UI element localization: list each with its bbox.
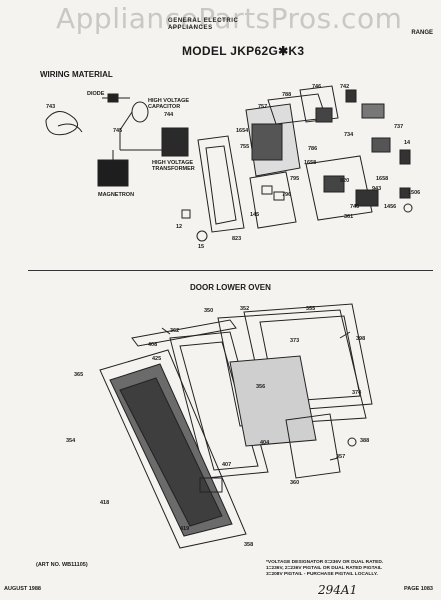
brand-line-1: GENERAL ELECTRIC <box>168 18 239 24</box>
section-door-heading: DOOR LOWER OVEN <box>190 283 271 292</box>
callout-755: 755 <box>240 144 250 150</box>
category-label: RANGE <box>411 30 433 36</box>
callout-746: 746 <box>312 84 322 90</box>
label-hv-capacitor-2: CAPACITOR <box>148 104 181 110</box>
note-line-1: *VOLTAGE DESIGNATOR 0=236V OR DUAL RATED… <box>266 560 384 565</box>
callout-757: 757 <box>258 104 268 110</box>
callout-1456: 1456 <box>384 204 397 210</box>
label-hv-transformer-1: HIGH VOLTAGE <box>152 160 194 166</box>
callout-1654: 1654 <box>236 128 249 134</box>
callout-746-b: 746 <box>350 204 360 210</box>
callout-788: 788 <box>282 92 292 98</box>
callout-398: 398 <box>356 336 366 342</box>
callout-1658-b: 1658 <box>376 176 389 182</box>
callout-419: 419 <box>180 526 190 532</box>
note-line-3: 3=208V PIGTAIL - PURCHASE PIGTAIL LOCALL… <box>266 572 378 577</box>
brand-logo-text: GENERAL ELECTRIC APPLIANCES <box>168 18 239 32</box>
callout-920: 920 <box>340 178 350 184</box>
section-wiring-heading: WIRING MATERIAL <box>40 70 113 79</box>
label-diode: DIODE <box>87 91 105 97</box>
callout-795: 795 <box>290 176 300 182</box>
callout-408: 408 <box>148 342 158 348</box>
magnetron-part <box>97 159 129 187</box>
transformer-part <box>161 127 189 157</box>
callout-737: 737 <box>394 124 404 130</box>
callout-743: 743 <box>46 104 56 110</box>
callout-1506: 1506 <box>408 190 421 196</box>
callout-373: 373 <box>290 338 300 344</box>
callout-362: 362 <box>170 328 180 334</box>
label-hv-transformer-2: TRANSFORMER <box>152 166 195 172</box>
section-divider <box>28 270 433 271</box>
art-number: (ART NO. WB11105) <box>36 562 88 568</box>
note-line-2: 1=236V, 2=236V PIGTAIL OR DUAL RATED PIG… <box>266 566 382 571</box>
callout-418: 418 <box>100 500 110 506</box>
callout-361: 361 <box>344 214 354 220</box>
callout-742: 742 <box>340 84 350 90</box>
callout-354: 354 <box>66 438 76 444</box>
callout-358: 358 <box>244 542 254 548</box>
voltage-notes: *VOLTAGE DESIGNATOR 0=236V OR DUAL RATED… <box>266 560 436 578</box>
callout-357: 357 <box>336 454 346 460</box>
callout-356: 356 <box>256 384 266 390</box>
callout-1658-a: 1658 <box>304 160 317 166</box>
callout-796: 796 <box>282 192 292 198</box>
callout-145: 145 <box>250 212 260 218</box>
footer-page: PAGE 1083 <box>404 586 433 592</box>
brand-line-2: APPLIANCES <box>168 25 213 31</box>
callout-352: 352 <box>240 306 250 312</box>
callout-374: 374 <box>352 390 362 396</box>
harness-wire <box>45 111 79 136</box>
callout-360: 360 <box>290 480 300 486</box>
callout-12: 12 <box>176 224 183 230</box>
callout-355: 355 <box>306 306 316 312</box>
callout-734: 734 <box>344 132 354 138</box>
callout-744: 744 <box>164 112 174 118</box>
watermark: AppliancePartsPros.com <box>56 2 403 35</box>
handwritten-note: 294A1 <box>318 583 358 597</box>
callout-425: 425 <box>152 356 162 362</box>
callout-388: 388 <box>360 438 370 444</box>
footer-date: AUGUST 1988 <box>4 586 41 592</box>
callout-14: 14 <box>404 140 411 146</box>
callout-786: 786 <box>308 146 318 152</box>
diode-part <box>107 93 119 103</box>
callout-15: 15 <box>198 244 205 250</box>
callout-943: 943 <box>372 186 382 192</box>
label-hv-capacitor-1: HIGH VOLTAGE <box>148 98 190 104</box>
callout-745: 745 <box>113 128 123 134</box>
callout-404: 404 <box>260 440 270 446</box>
callout-350: 350 <box>204 308 214 314</box>
callout-823: 823 <box>232 236 242 242</box>
callout-407: 407 <box>222 462 232 468</box>
page-title: MODEL JKP62G✱K3 <box>182 44 305 58</box>
label-magnetron: MAGNETRON <box>98 192 135 198</box>
callout-365: 365 <box>74 372 84 378</box>
